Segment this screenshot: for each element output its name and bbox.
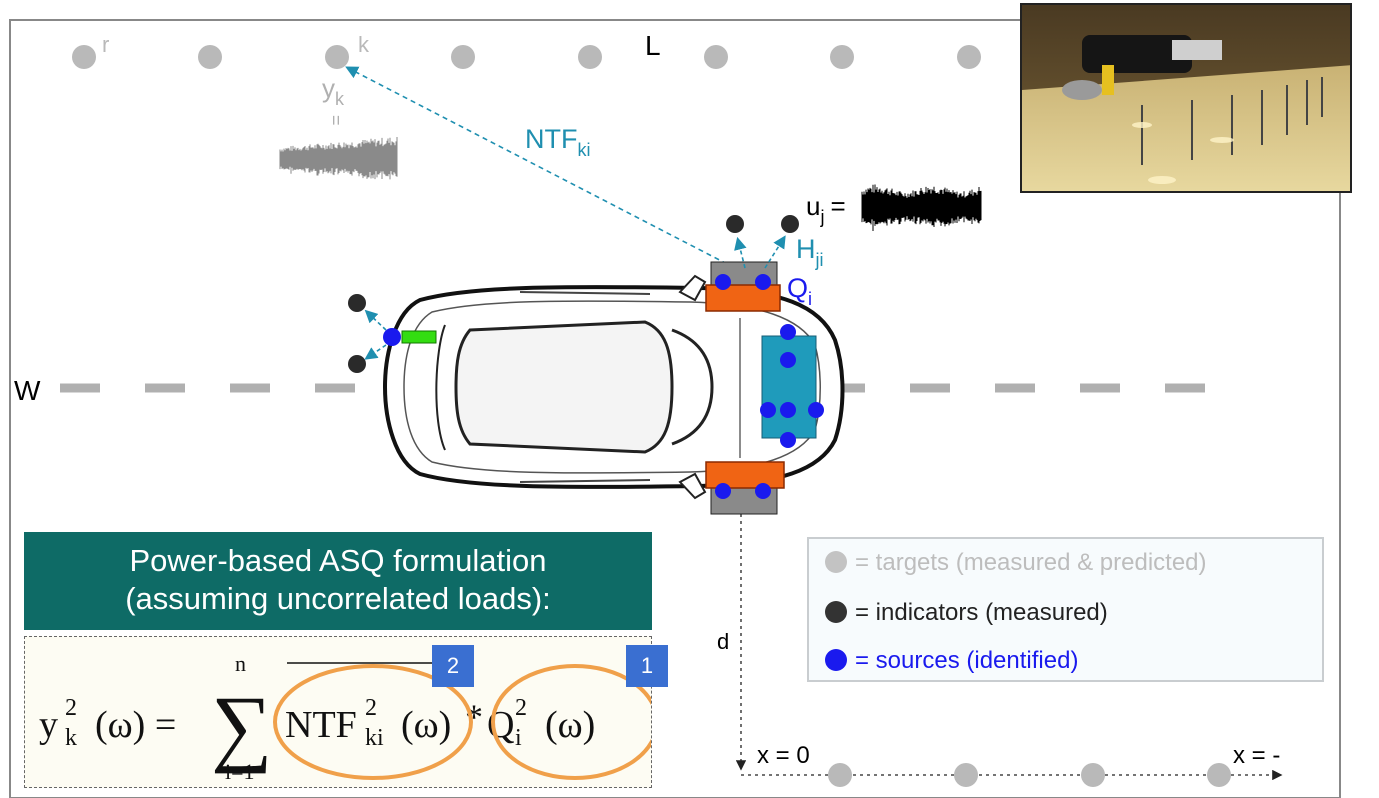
target-dot	[198, 45, 222, 69]
formulation-title-line1: Power-based ASQ formulation	[129, 543, 547, 578]
formula-ntf: NTF	[285, 704, 357, 746]
actuator-bottom	[705, 461, 785, 489]
target-dot	[830, 45, 854, 69]
source-dot	[755, 274, 771, 290]
legend-indicators-text: = indicators (measured)	[855, 599, 1108, 626]
formula-lhs-sup: 2	[65, 695, 77, 721]
formula-box: y 2 k (ω) = n ∑ i=1 NTF 2 ki (ω) * Q 2 i…	[24, 636, 668, 788]
formula-q-sub: i	[515, 725, 522, 751]
exhaust-outlet	[401, 330, 437, 344]
formula-lhs: y	[39, 704, 58, 746]
source-dot	[780, 402, 796, 418]
source-dot	[808, 402, 824, 418]
target-dot	[578, 45, 602, 69]
hji-label: Hji	[796, 234, 824, 270]
l-label: L	[645, 30, 661, 61]
engine-shaker	[761, 335, 817, 439]
target-dot	[704, 45, 728, 69]
r-label: r	[102, 32, 109, 57]
target-dot	[954, 763, 978, 787]
sum-upper: n	[235, 651, 246, 676]
w-label: W	[14, 375, 41, 406]
indicator-dot-icon	[825, 601, 847, 623]
badge-2: 2	[432, 645, 474, 687]
room-boundary	[9, 19, 1341, 798]
source-dot	[715, 274, 731, 290]
source-dot	[780, 352, 796, 368]
legend-sources-text: = sources (identified)	[855, 647, 1079, 674]
semi-anechoic-room-photo	[1020, 3, 1352, 193]
formula-ntf-sup: 2	[365, 695, 377, 721]
source-dot-icon	[825, 649, 847, 671]
actuator-top	[705, 284, 781, 312]
exhaust-source-dot	[383, 328, 401, 346]
target-waveform	[279, 137, 398, 180]
indicator-dot	[348, 355, 366, 373]
source-dot	[755, 483, 771, 499]
formulation-title-line2: (assuming uncorrelated loads):	[125, 581, 551, 616]
ntf-label: NTFki	[525, 124, 590, 160]
source-dot	[760, 402, 776, 418]
source-dot	[715, 483, 731, 499]
target-dot	[72, 45, 96, 69]
formula-ntf-sub: ki	[365, 725, 384, 751]
badge-1: 1	[626, 645, 668, 687]
indicator-dot	[726, 215, 744, 233]
qi-label: Qi	[787, 273, 812, 309]
target-dot	[1081, 763, 1105, 787]
d-label: d	[717, 629, 729, 654]
source-dot	[780, 432, 796, 448]
target-dot	[957, 45, 981, 69]
sum-lower: i=1	[225, 759, 255, 784]
yk-label: yk	[322, 73, 345, 109]
formula-q-omega: (ω)	[545, 704, 595, 746]
target-dot-k	[325, 45, 349, 69]
h-path-arrow	[364, 309, 387, 331]
car-top-view-icon	[382, 274, 845, 500]
legend-indicators: = indicators (measured)	[825, 599, 1108, 627]
formulation-title-box: Power-based ASQ formulation (assuming un…	[24, 532, 652, 630]
source-dots	[383, 274, 824, 499]
target-dot-icon	[825, 551, 847, 573]
source-dot	[780, 324, 796, 340]
uj-label: uj=	[806, 191, 846, 227]
target-dot	[828, 763, 852, 787]
target-dot	[451, 45, 475, 69]
ntf-highlight-circle	[273, 664, 473, 780]
target-dot	[1207, 763, 1231, 787]
sum-symbol: ∑	[211, 678, 272, 774]
bottom-target-row	[828, 763, 1231, 787]
indicator-dot	[348, 294, 366, 312]
legend-sources: = sources (identified)	[825, 647, 1078, 675]
x0-label: x = 0	[757, 742, 810, 769]
ntf-path-arrow	[345, 66, 736, 269]
formula-lhs-sub: k	[65, 725, 77, 751]
legend: = targets (measured & predicted) = indic…	[807, 537, 1324, 682]
legend-targets: = targets (measured & predicted)	[825, 549, 1207, 577]
indicator-dot	[781, 215, 799, 233]
h-path-arrow	[364, 344, 387, 360]
formula-ntf-omega: (ω)	[401, 704, 451, 746]
legend-targets-text: = targets (measured & predicted)	[855, 549, 1207, 576]
h-path-arrow	[764, 235, 786, 269]
indicator-waveform	[861, 184, 982, 231]
xminus-label: x = -	[1233, 742, 1280, 769]
formula-q-sup: 2	[515, 695, 527, 721]
h-path-arrow	[734, 236, 747, 269]
yk-equals: =	[326, 115, 346, 126]
k-label: k	[358, 32, 370, 57]
formula-lhs-omega: (ω) =	[95, 704, 176, 746]
top-target-row	[72, 45, 981, 69]
